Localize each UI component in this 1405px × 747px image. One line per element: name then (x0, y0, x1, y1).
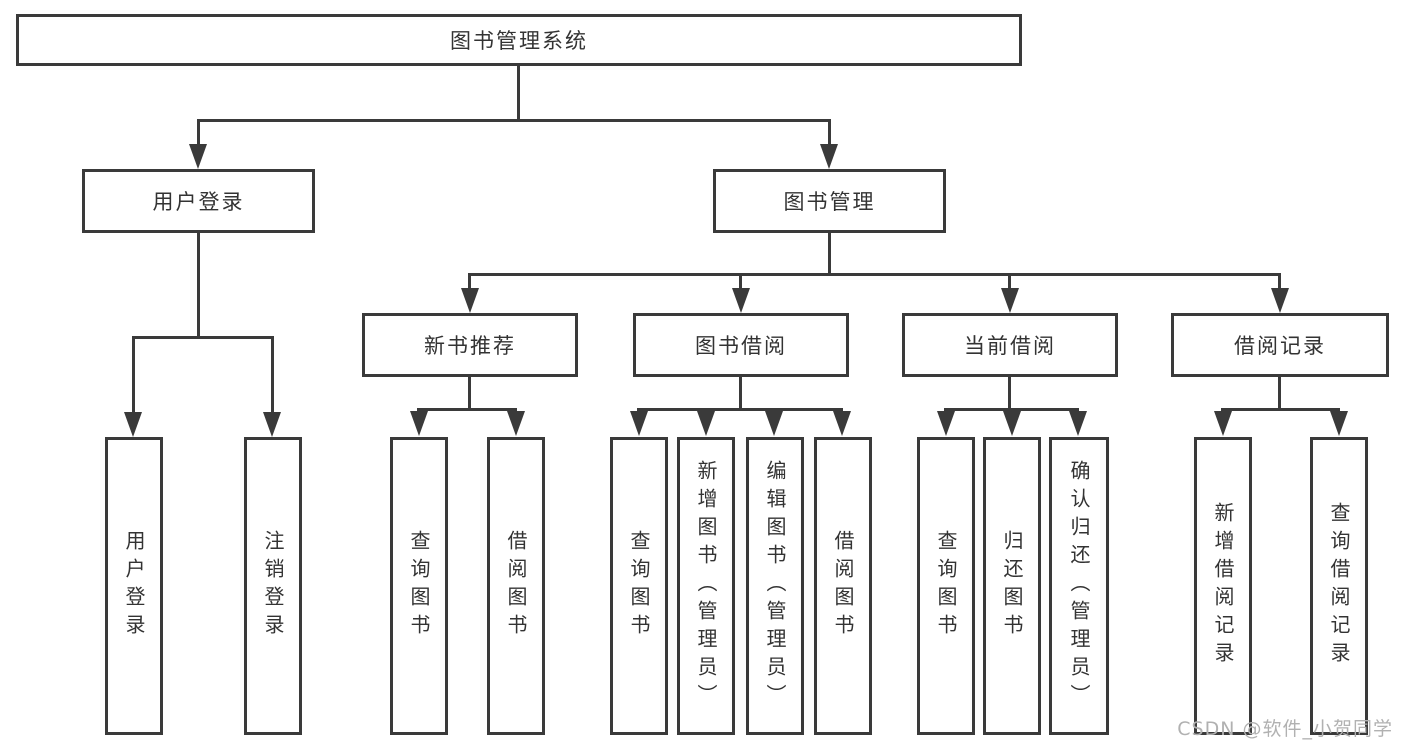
leaf-borrow-edit-books-admin: 编辑图书（管理员） (746, 437, 804, 735)
leaf-current-return-books-label: 归还图书 (1000, 530, 1024, 642)
leaf-records-add-record: 新增借阅记录 (1194, 437, 1252, 735)
leaf-newbook-query-books: 查询图书 (390, 437, 448, 735)
leaf-logout: 注销登录 (244, 437, 302, 735)
connector-line (944, 408, 1079, 411)
arrow-down-icon (189, 144, 207, 169)
arrow-down-icon (697, 411, 715, 436)
arrow-down-icon (630, 411, 648, 436)
leaf-current-query-books: 查询图书 (917, 437, 975, 735)
leaf-logout-label: 注销登录 (261, 530, 285, 642)
connector-line (739, 273, 742, 289)
leaf-current-confirm-return-admin: 确认归还（管理员） (1049, 437, 1109, 735)
arrow-down-icon (507, 411, 525, 436)
node-book-borrowing: 图书借阅 (633, 313, 849, 377)
connector-line (1278, 377, 1281, 408)
leaf-records-query-record: 查询借阅记录 (1310, 437, 1368, 735)
leaf-borrow-edit-books-admin-label: 编辑图书（管理员） (763, 460, 787, 712)
connector-line (828, 119, 831, 146)
connector-line (1221, 408, 1340, 411)
node-borrowing-records-label: 借阅记录 (1234, 334, 1326, 358)
connector-line (468, 377, 471, 408)
leaf-current-confirm-return-admin-label: 确认归还（管理员） (1067, 460, 1091, 712)
leaf-borrow-add-books-admin: 新增图书（管理员） (677, 437, 735, 735)
node-new-book-recommendation: 新书推荐 (362, 313, 578, 377)
connector-line (739, 377, 742, 408)
leaf-records-query-record-label: 查询借阅记录 (1327, 502, 1351, 670)
arrow-down-icon (124, 412, 142, 437)
node-new-book-recommendation-label: 新书推荐 (424, 334, 516, 358)
leaf-current-query-books-label: 查询图书 (934, 530, 958, 642)
node-book-borrowing-label: 图书借阅 (695, 334, 787, 358)
leaf-records-add-record-label: 新增借阅记录 (1211, 502, 1235, 670)
leaf-newbook-borrow-books: 借阅图书 (487, 437, 545, 735)
arrow-down-icon (1001, 288, 1019, 313)
connector-line (197, 119, 831, 122)
connector-line (197, 119, 200, 146)
node-root: 图书管理系统 (16, 14, 1022, 66)
connector-line (468, 273, 1281, 276)
arrow-down-icon (1069, 411, 1087, 436)
arrow-down-icon (461, 288, 479, 313)
leaf-borrow-borrow-books: 借阅图书 (814, 437, 872, 735)
arrow-down-icon (820, 144, 838, 169)
arrow-down-icon (263, 412, 281, 437)
node-current-borrowing-label: 当前借阅 (964, 334, 1056, 358)
leaf-current-return-books: 归还图书 (983, 437, 1041, 735)
leaf-borrow-query-books: 查询图书 (610, 437, 668, 735)
connector-line (197, 233, 200, 336)
connector-line (1008, 377, 1011, 408)
arrow-down-icon (765, 411, 783, 436)
arrow-down-icon (833, 411, 851, 436)
connector-line (1008, 273, 1011, 289)
connector-line (828, 233, 831, 273)
csdn-watermark: CSDN @软件_小贺同学 (1177, 718, 1393, 740)
arrow-down-icon (1271, 288, 1289, 313)
connector-line (1278, 273, 1281, 289)
connector-line (271, 336, 274, 412)
arrow-down-icon (1214, 411, 1232, 436)
leaf-user-login-label: 用户登录 (122, 530, 146, 642)
connector-line (417, 408, 517, 411)
arrow-down-icon (937, 411, 955, 436)
leaf-borrow-borrow-books-label: 借阅图书 (831, 530, 855, 642)
leaf-borrow-add-books-admin-label: 新增图书（管理员） (694, 460, 718, 712)
node-borrowing-records: 借阅记录 (1171, 313, 1389, 377)
node-user-login-label: 用户登录 (152, 190, 245, 214)
connector-line (637, 408, 843, 411)
leaf-newbook-borrow-books-label: 借阅图书 (504, 530, 528, 642)
node-current-borrowing: 当前借阅 (902, 313, 1118, 377)
arrow-down-icon (1003, 411, 1021, 436)
connector-line (132, 336, 274, 339)
leaf-borrow-query-books-label: 查询图书 (627, 530, 651, 642)
arrow-down-icon (410, 411, 428, 436)
connector-line (517, 66, 520, 119)
node-book-management-label: 图书管理 (783, 190, 876, 214)
node-root-label: 图书管理系统 (450, 29, 588, 53)
arrow-down-icon (1330, 411, 1348, 436)
node-book-management: 图书管理 (713, 169, 946, 233)
connector-line (132, 336, 135, 412)
node-user-login: 用户登录 (82, 169, 315, 233)
leaf-user-login: 用户登录 (105, 437, 163, 735)
connector-line (468, 273, 471, 289)
leaf-newbook-query-books-label: 查询图书 (407, 530, 431, 642)
arrow-down-icon (732, 288, 750, 313)
